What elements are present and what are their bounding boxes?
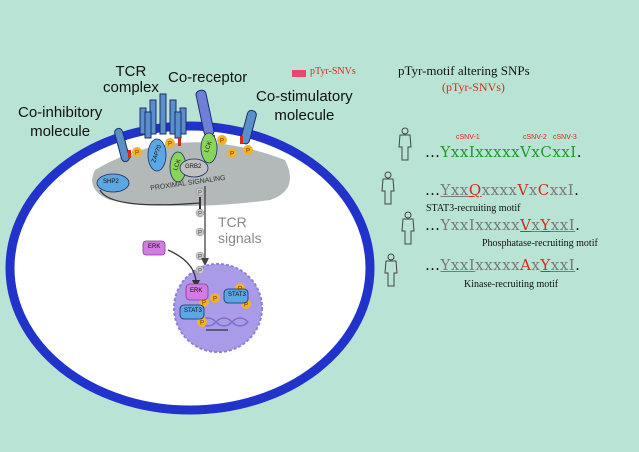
phospho-sites <box>132 135 253 327</box>
phospho-label: P <box>168 142 172 148</box>
motif-kinase: …YxxIxxxxxAxYxxI. <box>425 256 581 274</box>
inhibitory-arrow <box>99 189 201 206</box>
stat3-label-b: STAT3 <box>184 308 202 314</box>
co-stimulatory-label: Co-stimulatory molecule <box>256 88 353 124</box>
right-subtitle: (pTyr-SNVs) <box>442 80 505 94</box>
phospho-label: P <box>230 152 234 158</box>
erk-cytoplasm <box>142 240 166 256</box>
erk-cyto-label: ERK <box>148 244 161 250</box>
co-inhibitory-receptor <box>114 127 130 163</box>
human-silhouettes <box>381 127 415 287</box>
signal-arrow-head <box>201 258 209 266</box>
phospho-label: P <box>213 297 217 303</box>
phospho-label: P <box>200 321 204 327</box>
cell-membrane <box>5 121 375 415</box>
legend-label: pTyr-SNVs <box>310 66 356 77</box>
phospho-label: P <box>220 139 224 145</box>
phospho-label: P <box>246 149 250 155</box>
stat3-nuclear-a <box>223 288 249 304</box>
erk-translocation-arrow <box>167 249 197 283</box>
co-stimulatory-receptor <box>240 109 257 145</box>
lck-protein-2 <box>200 132 218 164</box>
zap70-protein <box>147 138 167 172</box>
phospho-label: P <box>135 151 139 157</box>
phospho-label: P <box>198 191 202 197</box>
co-receptor-label: Co-receptor <box>168 69 248 86</box>
phosphatase-motif-caption: Phosphatase-recruiting motif <box>482 238 598 249</box>
stat3-nuclear-b <box>179 304 205 320</box>
tcr-complex-label: TCR complex <box>103 63 159 96</box>
csnv-1-label: cSNV-1 <box>456 134 480 141</box>
csnv-2-label: cSNV-2 <box>523 134 547 141</box>
motif-reference: …YxxIxxxxxVxCxxI. <box>425 143 583 161</box>
phospho-label: P <box>198 269 202 275</box>
phospho-label: P <box>244 303 248 309</box>
tcr-complex-receptor <box>139 93 187 139</box>
phospho-label: P <box>238 287 242 293</box>
legend-swatch <box>292 70 306 77</box>
stat3-motif-caption: STAT3-recruiting motif <box>426 203 521 214</box>
shp2-label: SHP2 <box>103 179 119 185</box>
co-inhibitory-label: Co-inhibitory molecule <box>18 104 103 140</box>
phospho-label: P <box>198 255 202 261</box>
stat3-label-a: STAT3 <box>228 292 246 298</box>
right-title: pTyr-motif altering SNPs <box>398 63 530 78</box>
dna-helix-2 <box>199 317 249 327</box>
motif-phosphatase: …YxxIxxxxxVxYxxI. <box>425 216 581 234</box>
phospho-label: P <box>198 231 202 237</box>
erk-nuclear <box>185 283 209 301</box>
phospho-label: P <box>202 301 206 307</box>
tcr-signals-label: TCR signals <box>218 214 262 246</box>
erk-nuc-label: ERK <box>190 288 203 294</box>
dna-helix <box>199 317 249 327</box>
motif-stat3: …YxxQxxxxVxCxxI. <box>425 181 580 199</box>
grb2-protein <box>179 158 209 178</box>
shp2-protein <box>96 173 130 193</box>
phospho-label: P <box>198 212 202 218</box>
csnv-3-label: cSNV-3 <box>553 134 577 141</box>
kinase-motif-caption: Kinase-recruiting motif <box>464 279 559 290</box>
grb2-label: GRB2 <box>185 164 202 170</box>
